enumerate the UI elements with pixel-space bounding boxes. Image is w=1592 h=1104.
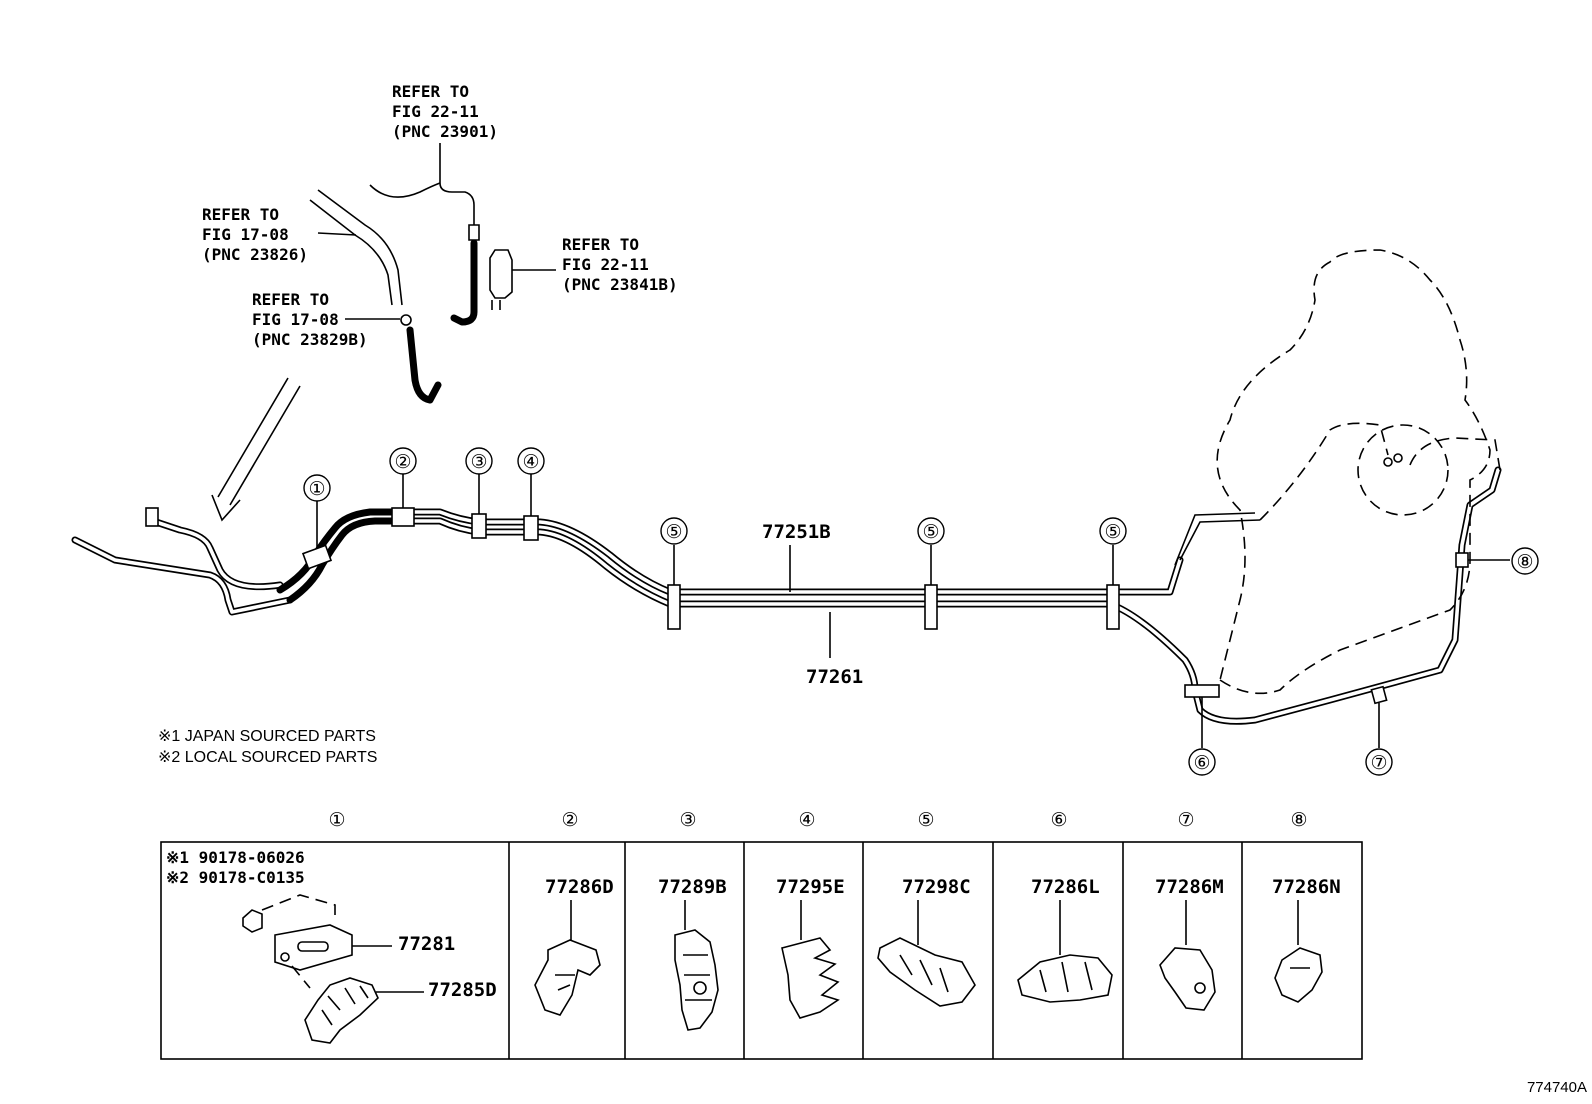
callout-5c: ⑤ [1104,521,1121,543]
svg-text:REFER TO: REFER TO [392,82,469,101]
table-header-3: ③ [679,809,696,831]
reference-hoses [211,143,556,522]
cell1-illustration [242,894,424,1044]
callout-leaders [316,473,1510,748]
clip-77286m-illustration [1159,900,1216,1011]
table-header-1: ① [328,809,345,831]
clip-77298c-illustration [877,900,976,1007]
svg-text:(PNC 23829B): (PNC 23829B) [252,330,368,349]
callout-3: ③ [470,451,487,473]
svg-text:REFER TO: REFER TO [202,205,279,224]
cell1-ref-local: ※2 90178-C0135 [166,868,305,887]
callout-6: ⑥ [1193,752,1210,774]
pipe-lower-part-number: 77261 [806,666,863,688]
table-header-7: ⑦ [1177,809,1194,831]
clip-77286l-illustration [1017,900,1113,1003]
refer-label-pnc-23829b: REFER TO FIG 17-08 (PNC 23829B) [252,290,368,349]
refer-label-pnc-23841b: REFER TO FIG 22-11 (PNC 23841B) [562,235,678,294]
part-77281: 77281 [398,933,455,955]
svg-text:FIG 17-08: FIG 17-08 [252,310,339,329]
part-77286m: 77286M [1155,876,1224,898]
callout-7: ⑦ [1370,752,1387,774]
refer-label-pnc-23826: REFER TO FIG 17-08 (PNC 23826) [202,205,308,264]
illustration-id: 774740A [1527,1079,1587,1096]
note-local-sourced: ※2 LOCAL SOURCED PARTS [158,749,377,766]
table-header-6: ⑥ [1050,809,1067,831]
svg-text:FIG 22-11: FIG 22-11 [562,255,649,274]
clip-77286d-illustration [534,900,601,1016]
table-header-8: ⑧ [1290,809,1307,831]
callout-circles: ① ② ③ ④ ⑤ ⑤ ⑤ ⑥ ⑦ ⑧ [303,447,1539,776]
svg-text:FIG 22-11: FIG 22-11 [392,102,479,121]
svg-text:REFER TO: REFER TO [562,235,639,254]
clip-77286n-illustration [1274,900,1323,1003]
table-header-4: ④ [798,809,815,831]
part-77295e: 77295E [776,876,845,898]
callout-2: ② [394,451,411,473]
clip-77295e-illustration [781,900,840,1019]
part-77298c: 77298C [902,876,971,898]
part-77286d: 77286D [545,876,614,898]
svg-text:(PNC 23901): (PNC 23901) [392,122,498,141]
callout-5a: ⑤ [665,521,682,543]
pipe-upper-part-number: 77251B [762,521,831,543]
table-header-5: ⑤ [917,809,934,831]
callout-5b: ⑤ [922,521,939,543]
svg-text:(PNC 23841B): (PNC 23841B) [562,275,678,294]
callout-8: ⑧ [1516,551,1533,573]
svg-text:FIG 17-08: FIG 17-08 [202,225,289,244]
svg-text:(PNC 23826): (PNC 23826) [202,245,308,264]
cell1-ref-japan: ※1 90178-06026 [166,848,305,867]
note-japan-sourced: ※1 JAPAN SOURCED PARTS [158,728,376,745]
clips-on-pipe [301,507,1469,705]
clip-77289b-illustration [674,900,719,1031]
part-77285d: 77285D [428,979,497,1001]
table-header-2: ② [561,809,578,831]
refer-label-pnc-23901: REFER TO FIG 22-11 (PNC 23901) [392,82,498,141]
part-77286l: 77286L [1031,876,1100,898]
callout-4: ④ [522,451,539,473]
callout-1: ① [308,478,325,500]
parts-table: ① ② ③ ④ ⑤ ⑥ ⑦ ⑧ ※1 90178-06026 ※2 90178-… [160,809,1363,1060]
part-77286n: 77286N [1272,876,1341,898]
svg-text:REFER TO: REFER TO [252,290,329,309]
part-77289b: 77289B [658,876,727,898]
